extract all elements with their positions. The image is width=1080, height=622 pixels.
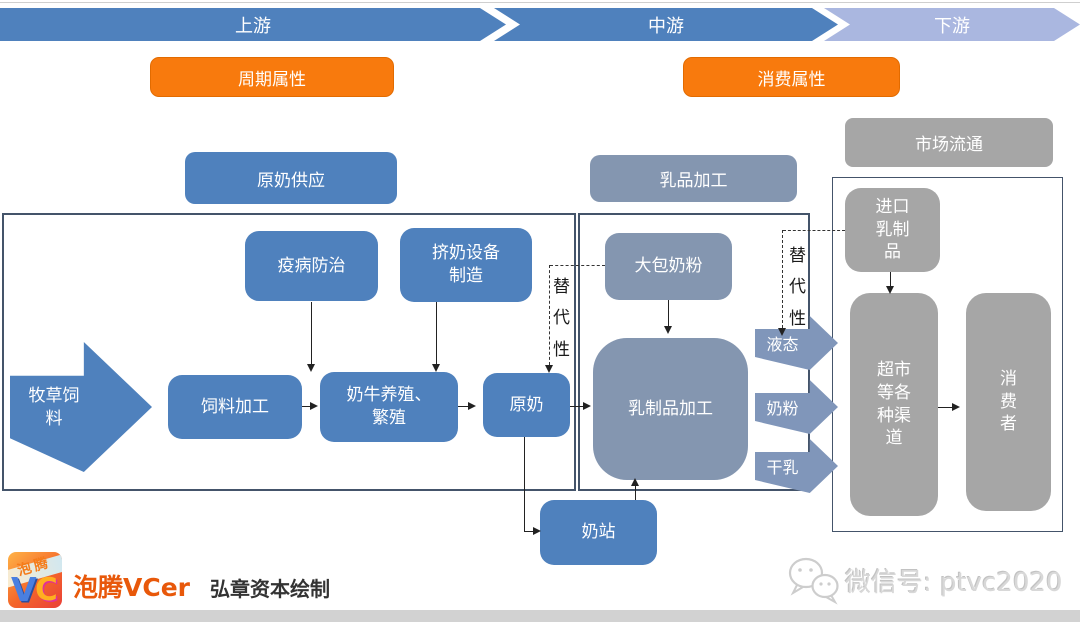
stage-chevron-midstream: 中游 (494, 8, 838, 41)
connector-equipment-to-breeding (436, 302, 437, 364)
dashed-link-powder-to-rawmilk-v (549, 265, 550, 365)
node-raw-milk: 原奶 (483, 373, 570, 437)
dashed-link-imported-to-liquid-v (782, 230, 783, 328)
node-disease-prevention: 疫病防治 (245, 231, 378, 301)
connector-disease-to-breeding (311, 302, 312, 364)
arrowhead-station-to-processing (630, 478, 639, 486)
node-dairy-product-processing: 乳制品加工 (593, 338, 748, 480)
node-pasture-feed-label: 牧草饲料 (28, 386, 80, 429)
connector-supermarket-to-consumer (938, 407, 952, 408)
node-milking-equipment: 挤奶设备制造 (400, 228, 532, 302)
node-milk-station: 奶站 (540, 500, 657, 565)
substitutability-label-left: 替代性 (553, 277, 570, 360)
section-header-raw-milk-supply: 原奶供应 (185, 152, 397, 204)
node-bulk-milk-powder: 大包奶粉 (605, 233, 732, 300)
dashed-link-imported-to-liquid-h (783, 230, 845, 231)
wechat-icon (788, 557, 839, 605)
node-consumer: 消费者 (966, 293, 1051, 511)
stage-label-midstream: 中游 (648, 15, 684, 37)
logo-letter-c: C (35, 572, 58, 608)
connector-station-to-processing (635, 486, 636, 500)
arrowhead-into-liquid-banner (777, 328, 786, 336)
section-header-market-circulation: 市场流通 (845, 118, 1053, 167)
credit-text: 弘章资本绘制 (209, 577, 330, 601)
stage-label-downstream: 下游 (934, 15, 970, 37)
connector-powder-to-processing (668, 300, 669, 326)
wechat-handle: 微信号: ptvc2020 (845, 568, 1063, 598)
arrowhead-powder-to-processing (663, 326, 672, 334)
arrowhead-disease-to-breeding (306, 364, 315, 372)
section-box-raw-milk-supply (2, 213, 576, 491)
attribute-label-cyclical: 周期属性 (238, 69, 306, 90)
section-header-label: 市场流通 (915, 135, 983, 155)
stage-label-upstream: 上游 (235, 15, 271, 37)
section-header-label: 乳品加工 (659, 171, 728, 191)
brand-name: 泡腾VCer (73, 573, 190, 602)
arrowhead-feed-to-breeding (310, 401, 318, 410)
stage-chevron-downstream: 下游 (824, 8, 1080, 41)
section-box-market-circulation (832, 177, 1063, 532)
footer-credit-row: 泡腾VCer 弘章资本绘制 (73, 568, 330, 604)
top-divider (0, 2, 1080, 3)
node-supermarket-channels: 超市等各种渠道 (850, 293, 938, 516)
substitutability-label-right: 替代性 (789, 246, 806, 329)
arrowhead-imported-to-supermarket (885, 286, 894, 294)
arrowhead-into-raw-milk (544, 365, 553, 373)
section-header-dairy-processing: 乳品加工 (590, 155, 797, 202)
node-feed-processing: 饲料加工 (168, 375, 302, 439)
attribute-tag-cyclical: 周期属性 (150, 57, 394, 97)
section-header-label: 原奶供应 (257, 170, 325, 191)
arrowhead-supermarket-to-consumer (952, 402, 960, 411)
connector-imported-to-supermarket (890, 272, 891, 286)
arrowhead-equipment-to-breeding (431, 364, 440, 372)
arrowhead-breeding-to-rawmilk (468, 401, 476, 410)
paoteng-vc-logo: 泡腾 V C (8, 552, 62, 608)
bottom-bar (0, 610, 1080, 622)
connector-breeding-to-rawmilk (458, 406, 468, 407)
node-imported-dairy: 进口乳制品 (845, 188, 940, 272)
attribute-tag-consumer: 消费属性 (683, 57, 900, 97)
logo-letter-v: V (11, 570, 37, 608)
attribute-label-consumer: 消费属性 (757, 69, 826, 90)
arrowhead-into-milk-station (533, 526, 541, 535)
stage-chevron-upstream: 上游 (0, 8, 506, 41)
connector-rawmilk-to-station-h (524, 531, 534, 532)
connector-rawmilk-to-station-v (524, 437, 525, 531)
connector-rawmilk-to-processing (570, 406, 583, 407)
arrowhead-rawmilk-to-processing (583, 401, 591, 410)
dashed-link-powder-to-rawmilk-h (550, 265, 605, 266)
node-cattle-breeding: 奶牛养殖、繁殖 (320, 372, 458, 442)
connector-feed-to-breeding (302, 406, 310, 407)
